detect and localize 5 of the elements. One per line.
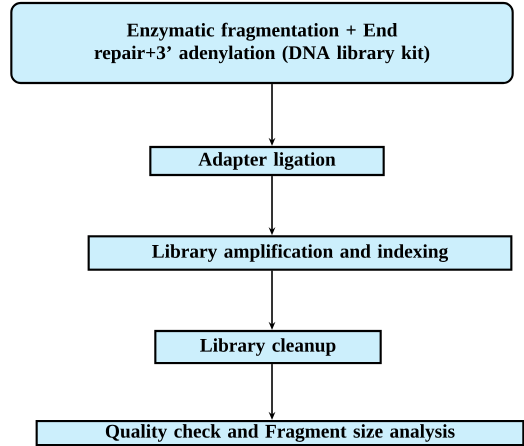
process-box: Adapter ligation — [149, 146, 385, 176]
process-box: Library cleanup — [154, 330, 382, 364]
process-box: Enzymatic fragmentation + End repair+3’ adenylation (DNA library kit) — [10, 2, 514, 84]
process-box: Library amplification and indexing — [88, 235, 512, 271]
process-box: Quality check and Fragment size analysis — [36, 420, 524, 446]
